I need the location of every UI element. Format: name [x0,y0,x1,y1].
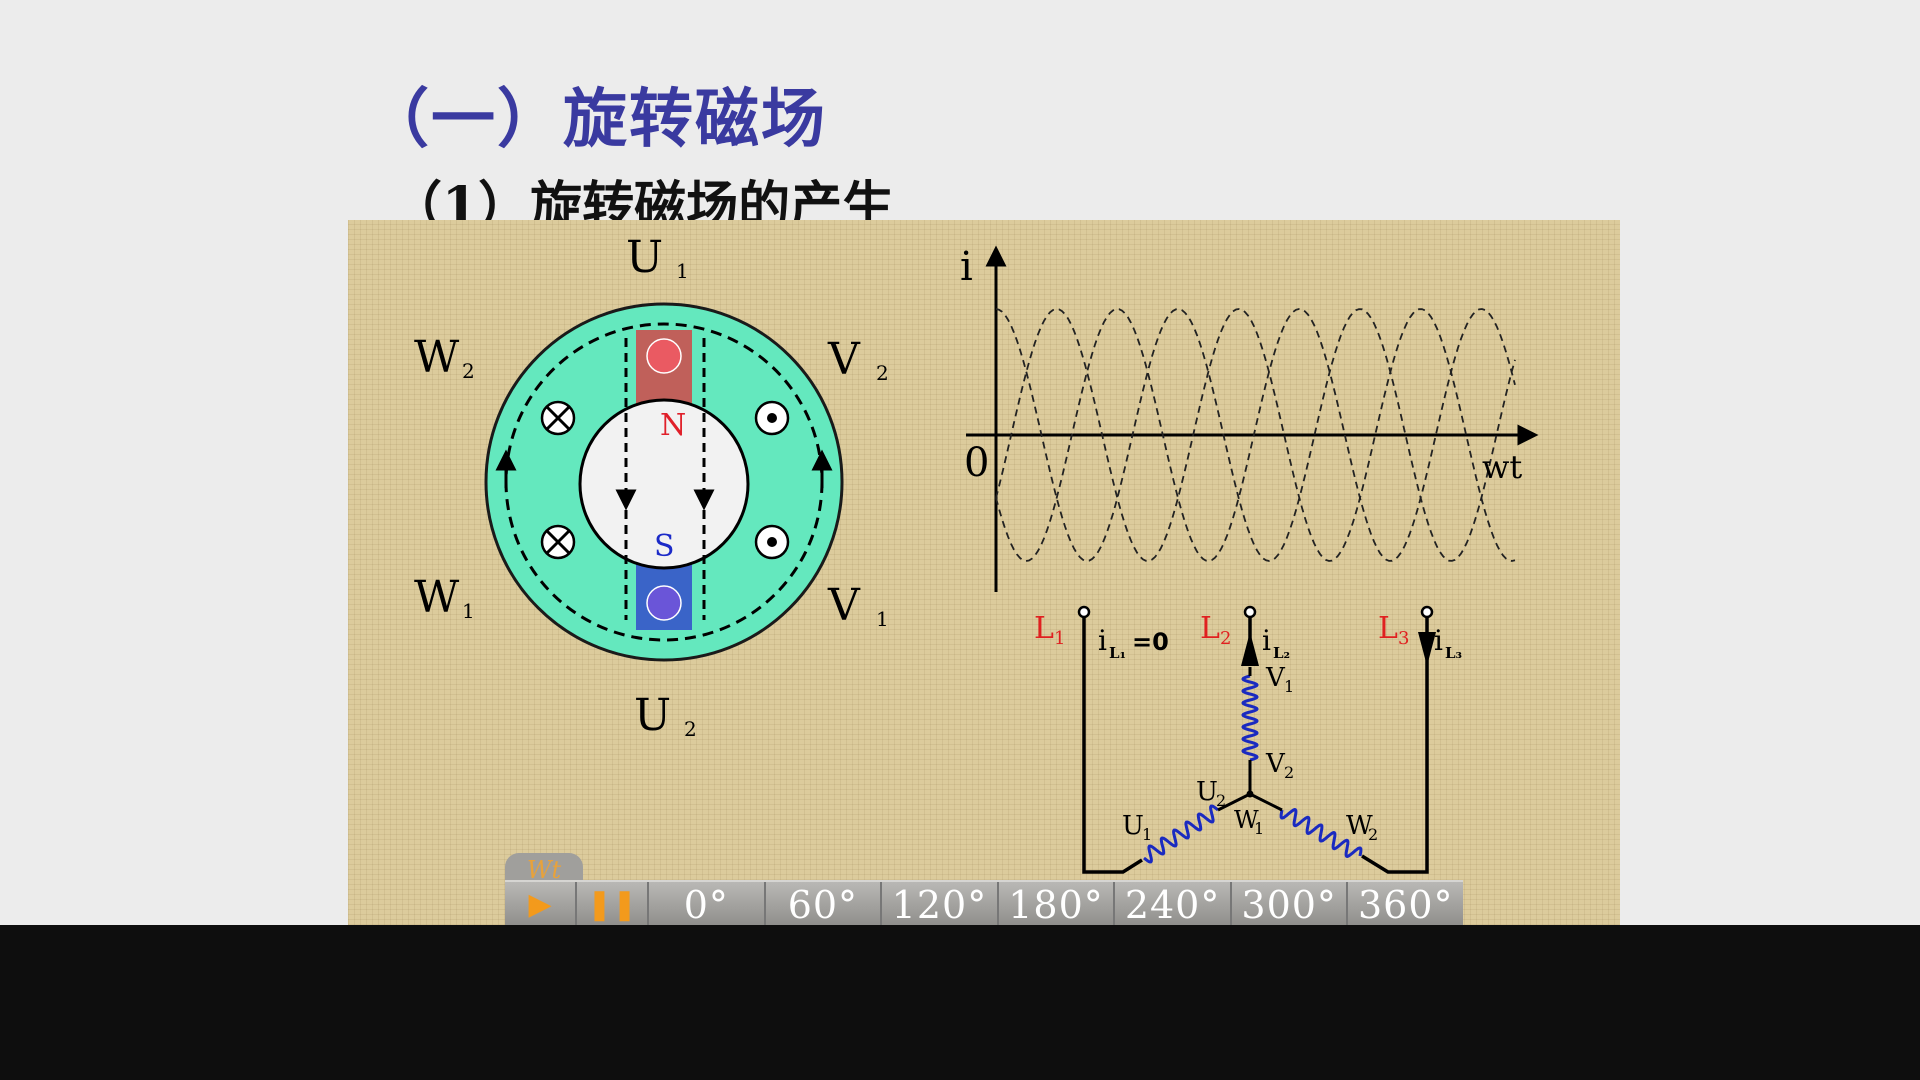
origin-label: 0 [964,440,989,486]
label-u2: U [634,690,671,741]
coil-v [1241,674,1259,762]
coil-u [1143,804,1219,864]
label-i-l1: i [1098,624,1107,657]
label-u2-sub: 2 [684,717,697,741]
label-coil-u2: U [1196,777,1218,807]
label-l1: L [1034,611,1054,646]
north-pole-dot [646,338,682,374]
label-coil-u1-sub: 1 [1142,825,1152,844]
coil-w [1279,808,1363,858]
label-w1-sub: 1 [462,599,475,623]
label-coil-w1: W [1234,806,1259,834]
play-button[interactable]: ▶ [505,882,577,927]
letterbox-bar [0,925,1920,1080]
label-coil-w2-sub: 2 [1368,825,1378,844]
label-v1: V [827,580,861,631]
label-coil-v1-sub: 1 [1284,677,1294,696]
diagram-canvas: N S U 1 U 2 V 2 V 1 W 2 W 1 i 0 wt [414,232,1539,874]
label-i-l2-sub: L₂ [1273,644,1290,662]
current-arrow-up-icon [1241,632,1259,666]
phase-current-l1 [995,308,1516,562]
angle-240-button[interactable]: 240° [1115,882,1232,927]
star-connection-circuit: L 1 L 2 L 3 i L₁ =0 i L₂ i L₃ V 1 V 2 U … [1034,605,1462,874]
phase-current-l3 [995,308,1516,562]
angle-0-button[interactable]: 0° [649,882,766,927]
label-v2: V [827,334,861,385]
conductor-dot-icon [754,524,790,560]
label-u1: U [626,232,663,283]
south-label: S [654,529,675,564]
angle-120-button[interactable]: 120° [882,882,999,927]
label-i-l3-sub: L₃ [1445,644,1462,662]
lead-w1 [1249,792,1283,812]
conductor-cross-icon [540,524,576,560]
pause-button[interactable]: ❚❚ [577,882,649,927]
label-i-l3: i [1434,624,1443,657]
label-l1-sub: 1 [1054,628,1065,649]
conductor-dot-icon [754,400,790,436]
conductor-cross-icon [540,400,576,436]
label-coil-v2-sub: 2 [1284,763,1294,782]
angle-360-button[interactable]: 360° [1357,882,1454,927]
label-i-l1-sub: L₁ [1109,644,1126,662]
south-pole-dot [646,585,682,621]
label-v2-sub: 2 [876,361,889,385]
label-coil-v2: V [1265,749,1286,779]
x-axis-label: wt [1482,448,1522,486]
label-coil-w1-sub: 1 [1254,819,1264,838]
current-waveform-graph: i 0 wt [960,244,1539,592]
angle-180-button[interactable]: 180° [999,882,1116,927]
rotor [578,398,750,570]
neutral-point [1246,790,1254,798]
label-w2: W [414,332,460,383]
stator-terminal-labels: U 1 U 2 V 2 V 1 W 2 W 1 [414,232,889,741]
label-u1-sub: 1 [676,259,689,283]
angle-60-button[interactable]: 60° [766,882,883,927]
label-coil-v1: V [1265,663,1286,693]
angle-300-button[interactable]: 300° [1232,882,1349,927]
label-l2: L [1200,611,1220,646]
label-coil-w2: W [1346,811,1373,841]
label-v1-sub: 1 [876,607,889,631]
pause-icon: ❚❚ [586,887,638,922]
play-icon: ▶ [528,887,552,922]
motor-cross-section: N S [484,302,844,662]
slide-title: （一）旋转磁场 [365,82,827,157]
label-l3-sub: 3 [1398,628,1409,649]
terminal-l3 [1420,605,1434,619]
north-label: N [660,408,686,443]
label-l2-sub: 2 [1220,628,1231,649]
label-coil-u1: U [1122,811,1144,841]
wire-l3 [1361,612,1429,874]
animation-controls: ▶ ❚❚ 0° 60° 120° 180° 240° 300° 360° [505,880,1463,927]
label-i-l2: i [1262,624,1271,657]
label-coil-u2-sub: 2 [1216,791,1226,810]
lead-u2 [1217,792,1251,812]
label-w2-sub: 2 [462,359,475,383]
y-axis-label: i [960,244,973,290]
terminal-l2 [1243,605,1257,619]
current-arrow-down-icon [1418,632,1436,666]
label-w1: W [414,572,460,623]
animation-panel: N S U 1 U 2 V 2 V 1 W 2 W 1 i 0 wt [348,220,1620,925]
terminal-l1 [1077,605,1091,619]
label-l3: L [1378,611,1398,646]
phase-current-l2 [995,308,1516,562]
label-i-l1-val: =0 [1132,628,1169,656]
wire-l1 [1082,612,1143,874]
